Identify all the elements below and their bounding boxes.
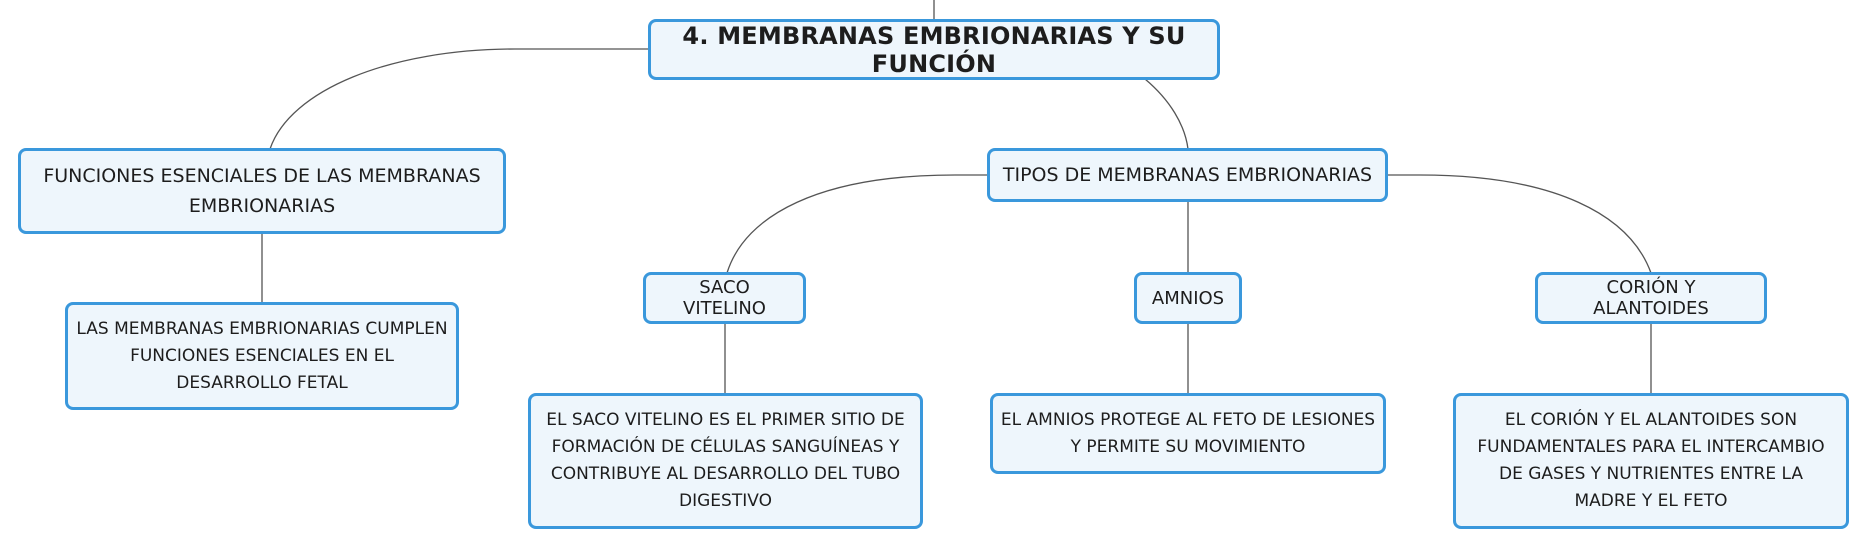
saco-vitelino-topic[interactable]: SACO VITELINO — [643, 272, 806, 324]
functions-detail-topic[interactable]: LAS MEMBRANAS EMBRIONARIAS CUMPLEN FUNCI… — [65, 302, 459, 410]
corion-detail-topic[interactable]: EL CORIÓN Y EL ALANTOIDES SON FUNDAMENTA… — [1453, 393, 1849, 529]
amnios-topic[interactable]: AMNIOS — [1134, 272, 1242, 324]
connector-root-types — [1144, 78, 1189, 150]
connector-types-saco — [726, 174, 988, 274]
amnios-detail-topic[interactable]: EL AMNIOS PROTEGE AL FETO DE LESIONES Y … — [990, 393, 1386, 474]
types-topic-label: TIPOS DE MEMBRANAS EMBRIONARIAS — [1002, 164, 1373, 186]
functions-topic[interactable]: FUNCIONES ESENCIALES DE LAS MEMBRANAS EM… — [18, 148, 506, 234]
connector-root-functions — [269, 48, 650, 150]
amnios-detail-label: EL AMNIOS PROTEGE AL FETO DE LESIONES Y … — [1000, 409, 1376, 457]
types-topic[interactable]: TIPOS DE MEMBRANAS EMBRIONARIAS — [987, 148, 1388, 202]
functions-detail-label: LAS MEMBRANAS EMBRIONARIAS CUMPLEN FUNCI… — [76, 318, 448, 393]
saco-vitelino-detail-label: EL SACO VITELINO ES EL PRIMER SITIO DE F… — [546, 410, 905, 511]
root-topic-label: 4. MEMBRANAS EMBRIONARIAS Y SU FUNCIÓN — [682, 21, 1186, 78]
saco-vitelino-detail-topic[interactable]: EL SACO VITELINO ES EL PRIMER SITIO DE F… — [528, 393, 923, 529]
corion-topic[interactable]: CORIÓN Y ALANTOIDES — [1535, 272, 1767, 324]
saco-vitelino-label: SACO VITELINO — [683, 277, 766, 319]
connector-types-corion — [1387, 174, 1652, 274]
corion-label: CORIÓN Y ALANTOIDES — [1593, 277, 1709, 319]
root-topic[interactable]: 4. MEMBRANAS EMBRIONARIAS Y SU FUNCIÓN — [648, 19, 1220, 80]
functions-topic-label: FUNCIONES ESENCIALES DE LAS MEMBRANAS EM… — [43, 165, 481, 217]
amnios-label: AMNIOS — [1151, 287, 1225, 309]
corion-detail-label: EL CORIÓN Y EL ALANTOIDES SON FUNDAMENTA… — [1477, 410, 1825, 511]
